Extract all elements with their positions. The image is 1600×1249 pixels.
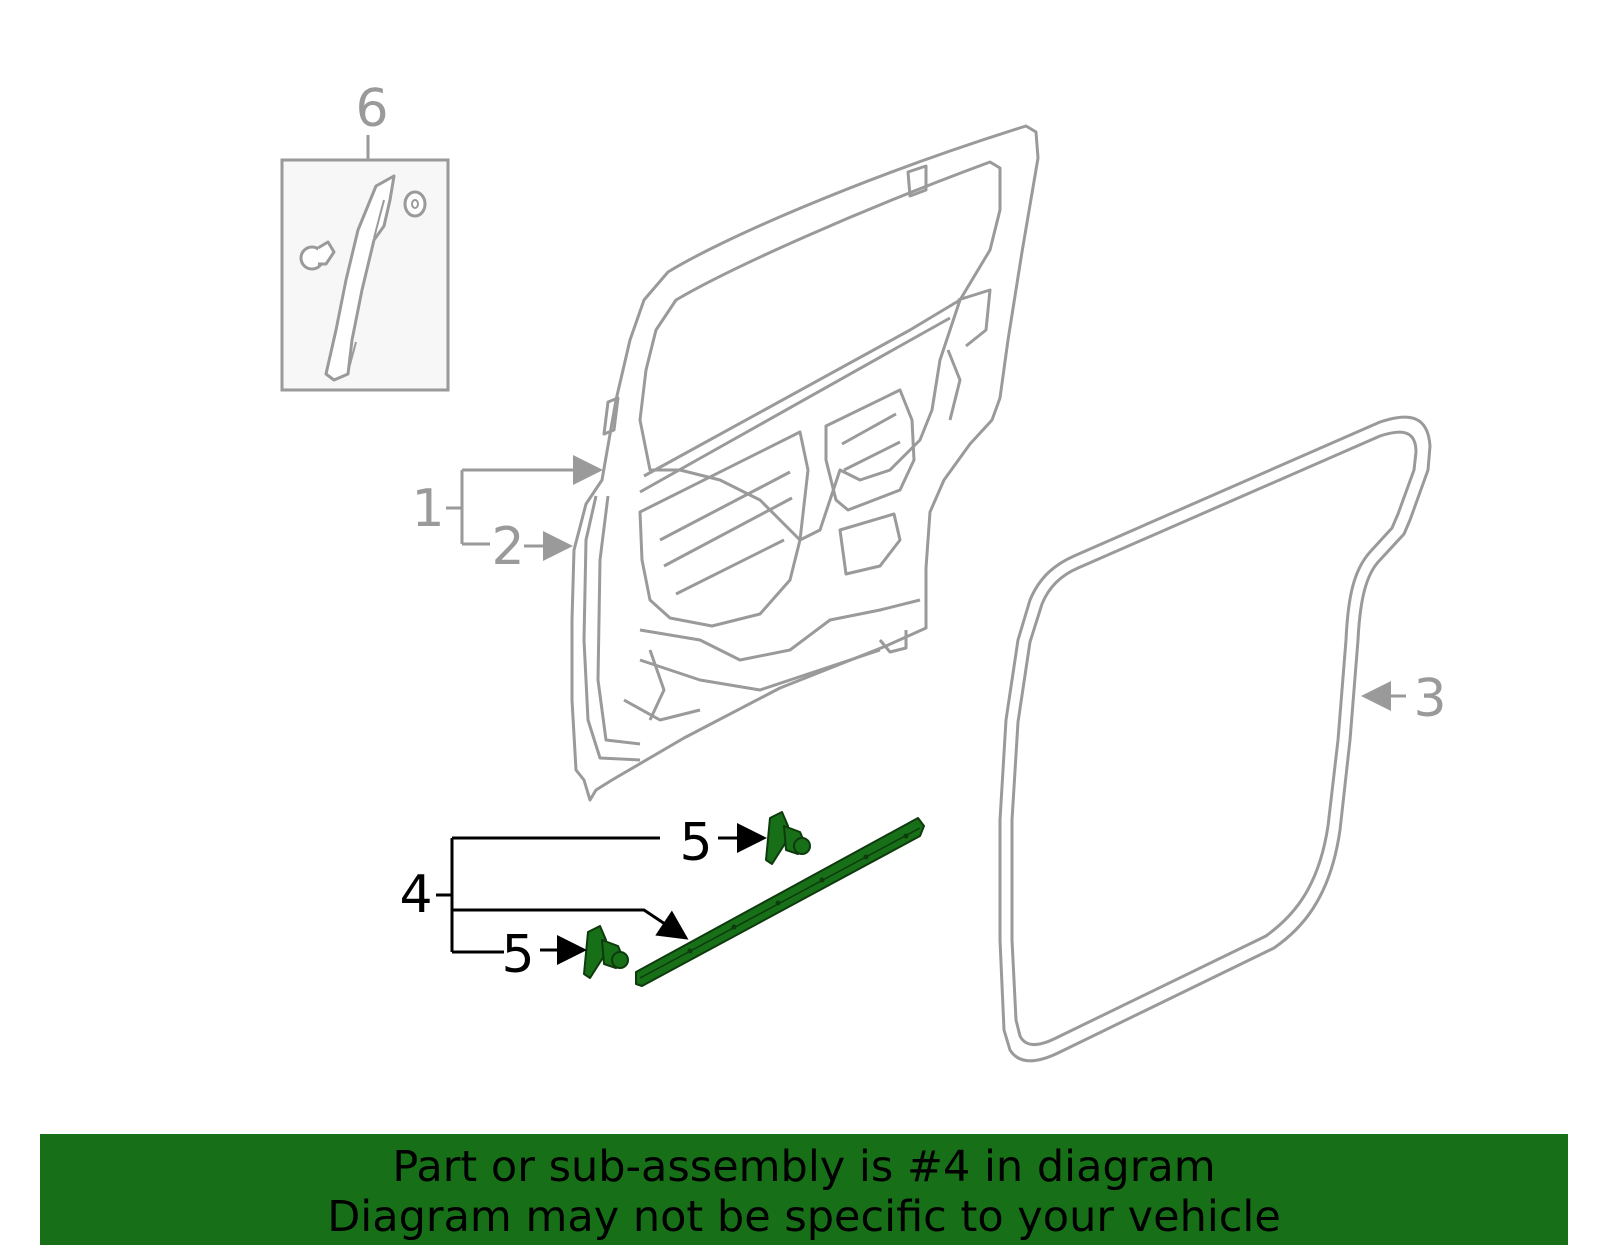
clip-lower [583, 925, 629, 979]
banner-line-2: Diagram may not be specific to your vehi… [327, 1192, 1281, 1242]
callout-2: 2 [491, 517, 524, 577]
lower-seal [635, 817, 925, 987]
banner-line-1: Part or sub-assembly is #4 in diagram [392, 1142, 1216, 1192]
callout-5-upper: 5 [679, 813, 712, 873]
door-shell [570, 124, 1040, 802]
callout-3: 3 [1413, 669, 1446, 729]
clip-upper [765, 811, 811, 865]
callout-5-lower: 5 [501, 925, 534, 985]
part-notice-banner: Part or sub-assembly is #4 in diagram Di… [40, 1134, 1568, 1245]
door-weatherstrip [998, 415, 1432, 1063]
nut-icon [403, 190, 427, 218]
callout-4: 4 [399, 865, 432, 925]
leaders-black [436, 823, 767, 965]
leaders-gray [446, 455, 1406, 711]
callout-6: 6 [355, 79, 388, 139]
callout-1: 1 [411, 479, 444, 539]
inset-molding-group: 6 [280, 79, 450, 392]
seal-holes [687, 833, 909, 954]
push-clip-icon [299, 240, 336, 271]
